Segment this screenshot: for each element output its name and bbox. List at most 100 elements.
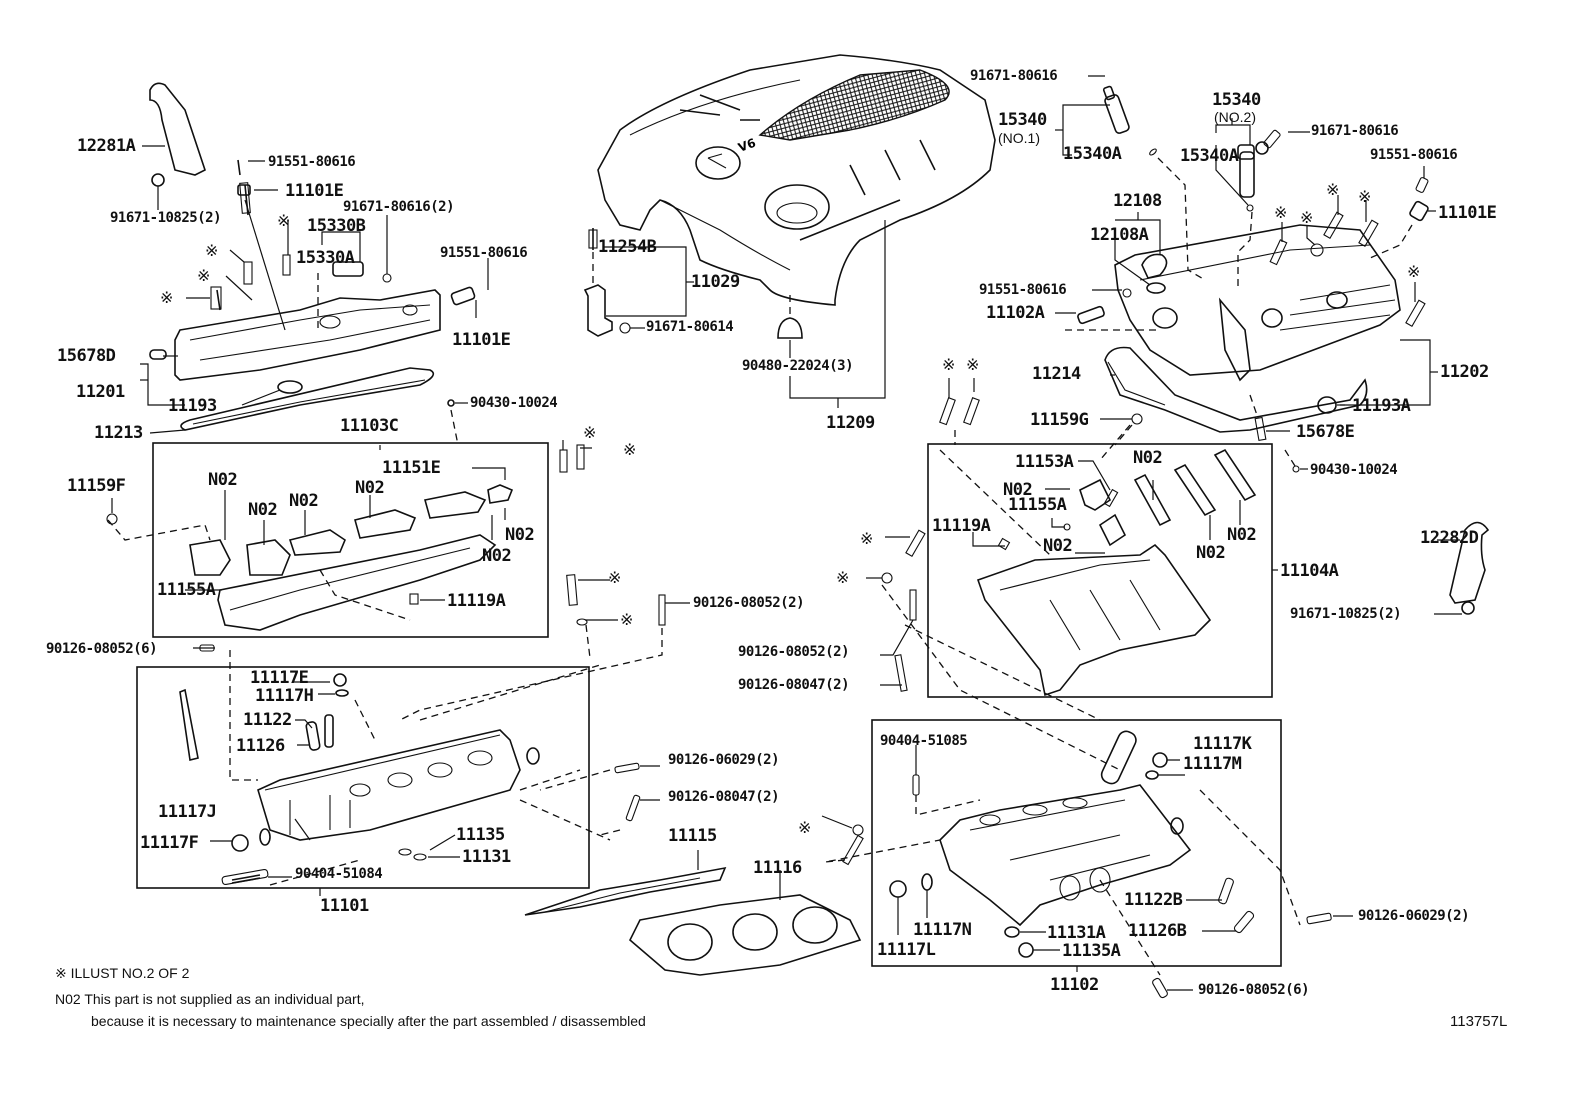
part-label-90126-08047[interactable]: 90126-08047(2): [738, 677, 850, 693]
part-label-12281A[interactable]: 12281A: [77, 136, 136, 156]
illust-2-symbol: ※: [966, 355, 980, 374]
n02-label[interactable]: N02: [208, 470, 238, 490]
part-label-11117J[interactable]: 11117J: [158, 802, 217, 822]
part-label-91671-10825[interactable]: 91671-10825(2): [110, 210, 222, 226]
part-label-11214[interactable]: 11214: [1032, 364, 1081, 384]
part-label-11101E[interactable]: 11101E: [1438, 203, 1497, 223]
part-label-11122B[interactable]: 11122B: [1124, 890, 1183, 910]
part-label-15340A[interactable]: 15340A: [1180, 146, 1239, 166]
part-label-90126-06029[interactable]: 90126-06029(2): [1358, 908, 1470, 924]
part-label-12108A[interactable]: 12108A: [1090, 225, 1149, 245]
cylinder-head-cover-lh-part: [140, 82, 489, 446]
part-label-91671-10825[interactable]: 91671-10825(2): [1290, 606, 1402, 622]
n02-label[interactable]: N02: [1227, 525, 1257, 545]
part-label-11122[interactable]: 11122: [243, 710, 292, 730]
part-label-15330A[interactable]: 15330A: [296, 248, 355, 268]
part-label-11153A[interactable]: 11153A: [1015, 452, 1074, 472]
illust-2-symbol: ※: [1358, 187, 1372, 206]
part-label-11135[interactable]: 11135: [456, 825, 505, 845]
part-label-11101E[interactable]: 11101E: [285, 181, 344, 201]
n02-label[interactable]: N02: [482, 546, 512, 566]
n02-label[interactable]: N02: [1043, 536, 1073, 556]
part-label-91551-80616[interactable]: 91551-80616: [440, 245, 528, 261]
part-label-11102A[interactable]: 11102A: [986, 303, 1045, 323]
part-label-11202[interactable]: 11202: [1440, 362, 1489, 382]
part-label-91671-80616[interactable]: 91671-80616: [970, 68, 1058, 84]
part-label-11117K[interactable]: 11117K: [1193, 734, 1252, 754]
part-label-90480-22024[interactable]: 90480-22024(3): [742, 358, 854, 374]
part-label-90126-08052[interactable]: 90126-08052(2): [693, 595, 805, 611]
part-label-15678E[interactable]: 15678E: [1296, 422, 1355, 442]
part-label-15330B[interactable]: 15330B: [307, 216, 366, 236]
part-label-11101[interactable]: 11101: [320, 896, 369, 916]
illust-2-symbol: ※: [620, 610, 634, 629]
part-label-15340-no1[interactable]: 15340: [998, 110, 1047, 130]
part-label-11103C[interactable]: 11103C: [340, 416, 399, 436]
part-label-90404-51085[interactable]: 90404-51085: [880, 733, 968, 749]
part-label-11151E[interactable]: 11151E: [382, 458, 441, 478]
part-label-11119A[interactable]: 11119A: [932, 516, 991, 536]
part-label-91671-80616[interactable]: 91671-80616(2): [343, 199, 455, 215]
part-label-11104A[interactable]: 11104A: [1280, 561, 1339, 581]
part-label-15340A[interactable]: 15340A: [1063, 144, 1122, 164]
bolts-mid-right: [866, 529, 1121, 771]
part-label-90430-10024[interactable]: 90430-10024: [1310, 462, 1398, 478]
n02-label[interactable]: N02: [1133, 448, 1163, 468]
part-label-11117F[interactable]: 11117F: [140, 833, 199, 853]
part-label-11159G[interactable]: 11159G: [1030, 410, 1089, 430]
part-label-11119A[interactable]: 11119A: [447, 591, 506, 611]
part-label-91671-80614[interactable]: 91671-80614: [646, 319, 734, 335]
part-label-90126-06029[interactable]: 90126-06029(2): [668, 752, 780, 768]
part-label-90404-51084[interactable]: 90404-51084: [295, 866, 383, 882]
part-label-11117L[interactable]: 11117L: [877, 940, 936, 960]
n02-label[interactable]: N02: [355, 478, 385, 498]
camshaft-housing-rh-part: [939, 424, 1278, 697]
part-label-11155A[interactable]: 11155A: [157, 580, 216, 600]
part-label-11029[interactable]: 11029: [691, 272, 740, 292]
part-label-11135A[interactable]: 11135A: [1062, 941, 1121, 961]
bracket-11029-part: [583, 228, 694, 337]
part-label-91551-80616[interactable]: 91551-80616: [268, 154, 356, 170]
part-label-11117H[interactable]: 11117H: [255, 686, 314, 706]
part-sublabel-no2: (NO.2): [1214, 109, 1256, 125]
part-label-12282D[interactable]: 12282D: [1420, 528, 1479, 548]
part-label-90126-08047[interactable]: 90126-08047(2): [668, 789, 780, 805]
n02-label[interactable]: N02: [505, 525, 535, 545]
part-label-90126-08052[interactable]: 90126-08052(2): [738, 644, 850, 660]
part-label-91551-80616[interactable]: 91551-80616: [979, 282, 1067, 298]
head-gasket-11116-part: [629, 870, 862, 976]
part-label-12108[interactable]: 12108: [1113, 191, 1162, 211]
part-label-11126B[interactable]: 11126B: [1128, 921, 1187, 941]
part-label-91671-80616[interactable]: 91671-80616: [1311, 123, 1399, 139]
part-label-90126-08052[interactable]: 90126-08052(6): [46, 641, 158, 657]
part-label-11117M[interactable]: 11117M: [1183, 754, 1242, 774]
part-label-11126[interactable]: 11126: [236, 736, 285, 756]
part-label-11115[interactable]: 11115: [668, 826, 717, 846]
illust-2-symbol: ※: [1407, 262, 1421, 281]
part-label-11116[interactable]: 11116: [753, 858, 802, 878]
part-label-90430-10024[interactable]: 90430-10024: [470, 395, 558, 411]
part-label-11193A[interactable]: 11193A: [1352, 396, 1411, 416]
part-label-11102[interactable]: 11102: [1050, 975, 1099, 995]
n02-label[interactable]: N02: [289, 491, 319, 511]
n02-label[interactable]: N02: [248, 500, 278, 520]
part-label-91551-80616[interactable]: 91551-80616: [1370, 147, 1458, 163]
part-label-11159F[interactable]: 11159F: [67, 476, 126, 496]
part-label-11117E[interactable]: 11117E: [250, 668, 309, 688]
n02-label[interactable]: N02: [1196, 543, 1226, 563]
part-label-11193[interactable]: 11193: [168, 396, 217, 416]
part-label-11209[interactable]: 11209: [826, 413, 875, 433]
part-label-11254B[interactable]: 11254B: [598, 237, 657, 257]
n02-label[interactable]: N02: [1003, 480, 1033, 500]
part-label-11101E[interactable]: 11101E: [452, 330, 511, 350]
part-label-11131A[interactable]: 11131A: [1047, 923, 1106, 943]
part-label-15340-no2[interactable]: 15340: [1212, 90, 1261, 110]
part-label-11213[interactable]: 11213: [94, 423, 143, 443]
part-label-11155A[interactable]: 11155A: [1008, 495, 1067, 515]
part-label-11201[interactable]: 11201: [76, 382, 125, 402]
part-label-15678D[interactable]: 15678D: [57, 346, 116, 366]
part-label-11117N[interactable]: 11117N: [913, 920, 972, 940]
part-label-11131[interactable]: 11131: [462, 847, 511, 867]
part-label-90126-08052[interactable]: 90126-08052(6): [1198, 982, 1310, 998]
group-box-11101: [136, 666, 590, 889]
